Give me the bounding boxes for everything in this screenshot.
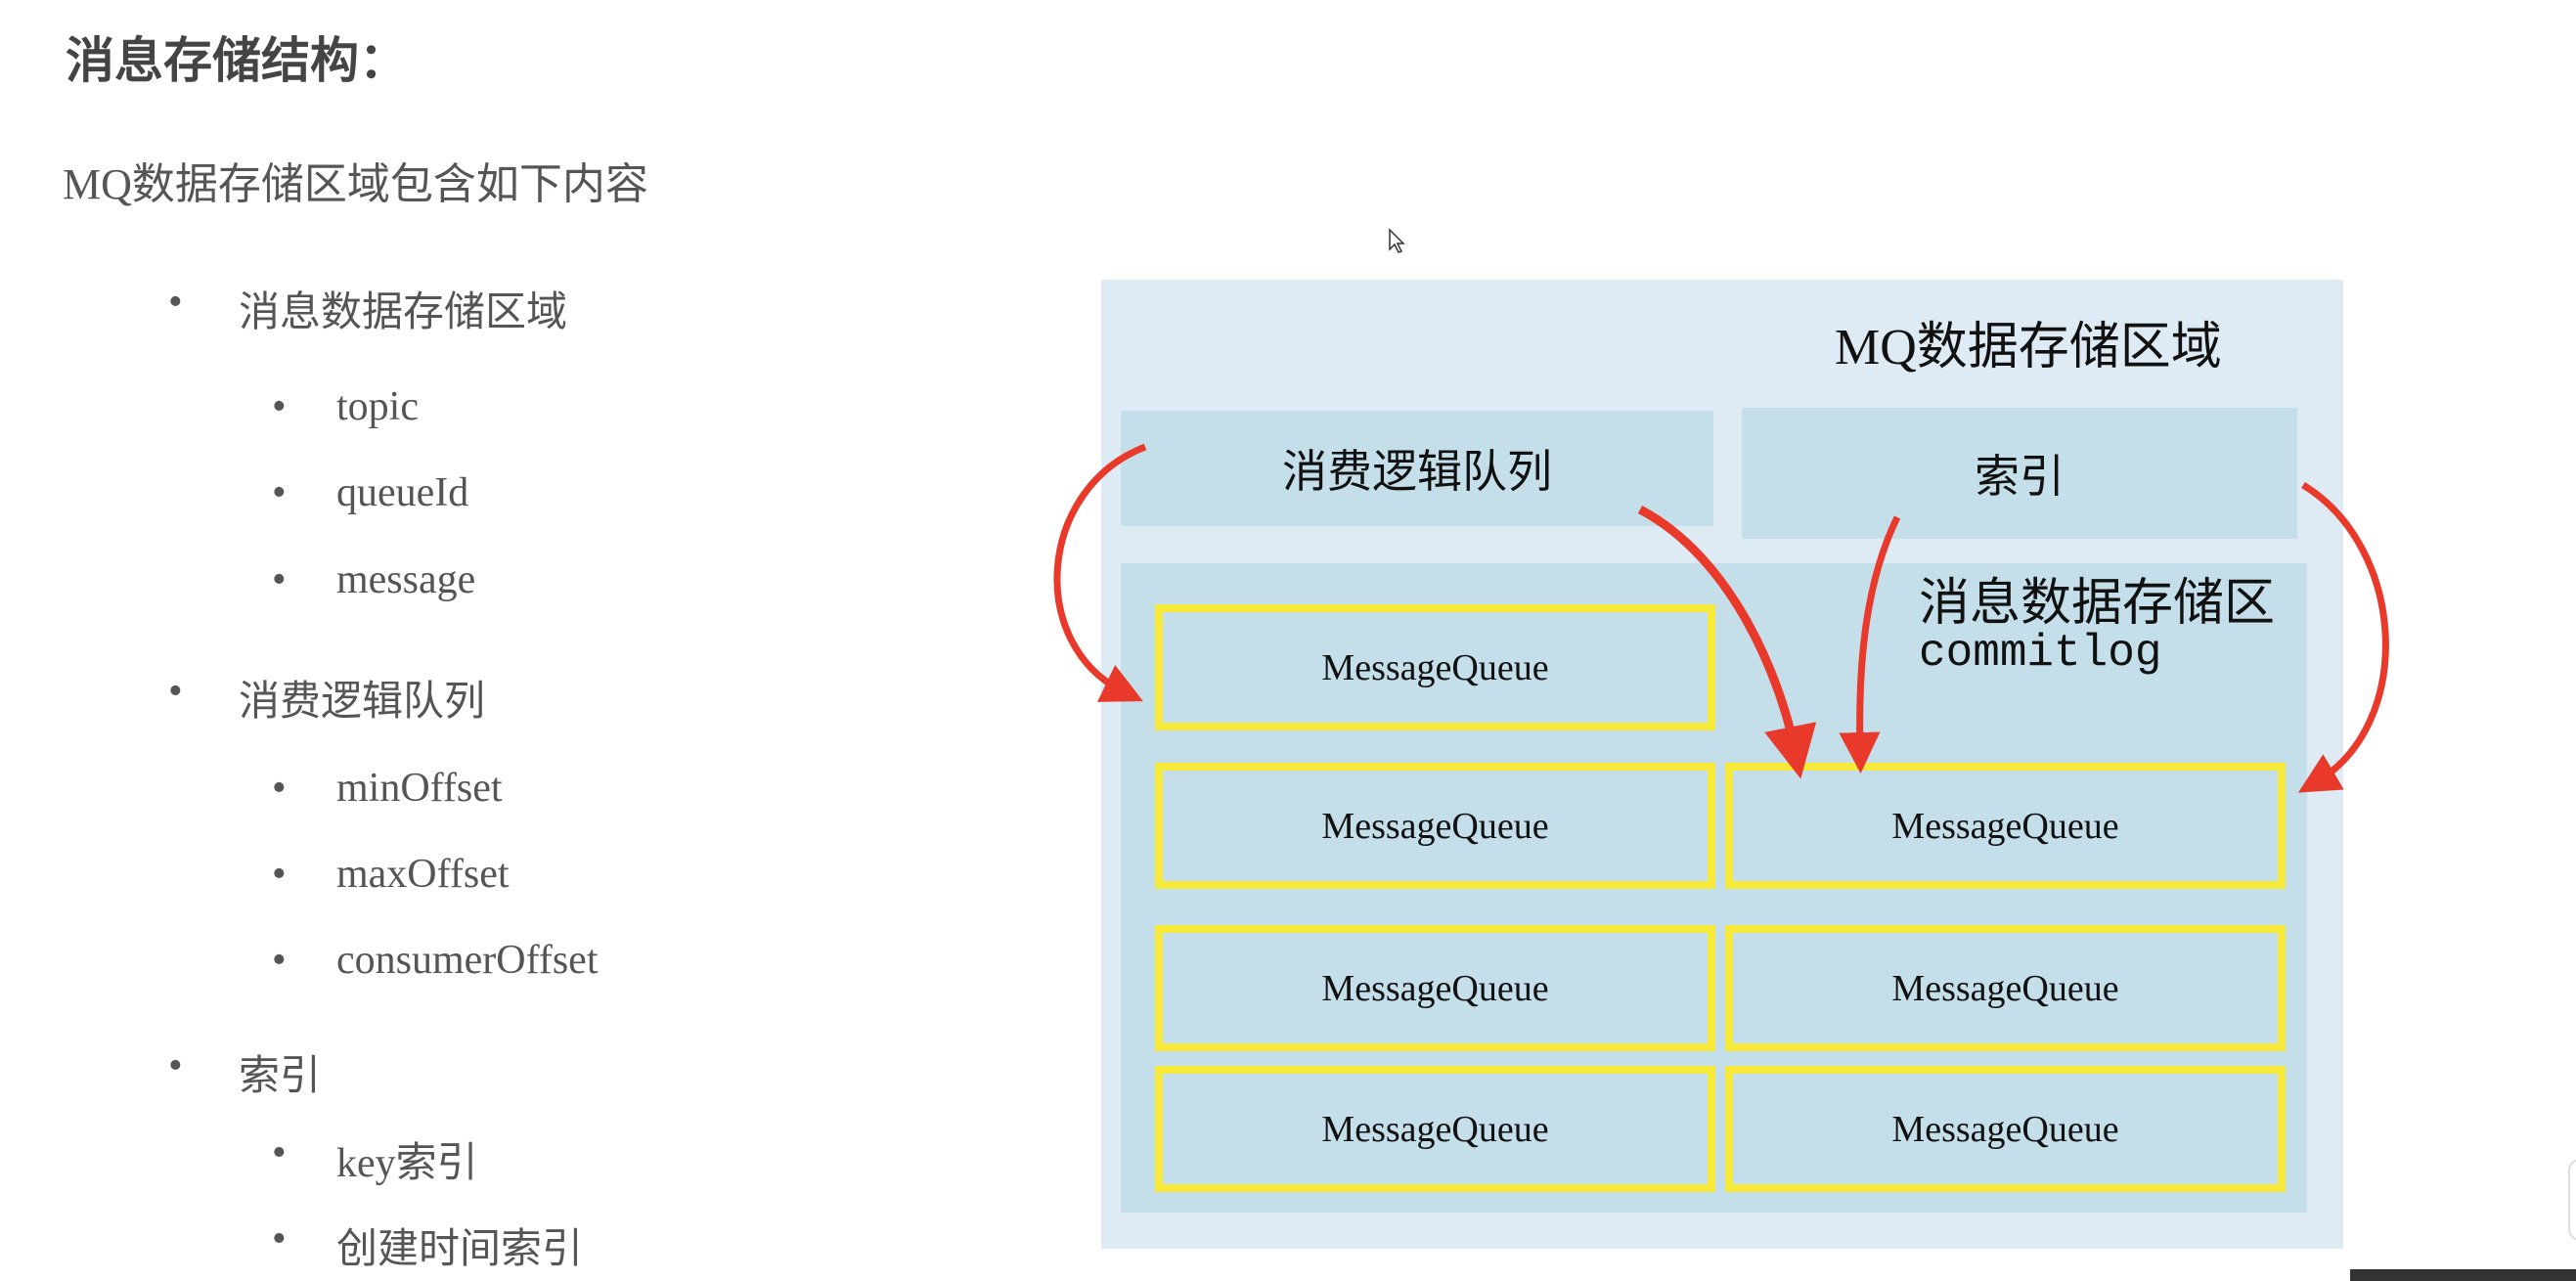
list-item: • 创建时间索引 — [272, 1215, 584, 1275]
bullet-icon: • — [272, 557, 287, 602]
list-item-label: 索引 — [239, 1054, 322, 1099]
message-queue-label: MessageQueue — [1321, 967, 1549, 1009]
list-item-label: minOffset — [336, 766, 503, 811]
consume-queue-label: 消费逻辑队列 — [1282, 447, 1552, 497]
index-label: 索引 — [1975, 452, 2065, 502]
intro-text: MQ数据存储区域包含如下内容 — [63, 160, 648, 208]
message-queue-box: MessageQueue — [1155, 925, 1715, 1051]
message-queue-box: MessageQueue — [1725, 763, 2286, 889]
arrow-consume-to-commitlog — [1637, 506, 1817, 779]
message-queue-box: MessageQueue — [1155, 1066, 1715, 1192]
message-queue-label: MessageQueue — [1321, 1108, 1549, 1150]
bullet-icon: • — [272, 470, 287, 515]
message-queue-box: MessageQueue — [1725, 1066, 2286, 1192]
list-item: • consumerOffset — [272, 937, 599, 984]
index-box: 索引 — [1742, 408, 2297, 539]
bullet-icon: • — [272, 1130, 287, 1175]
list-item-label: 消费逻辑队列 — [239, 680, 486, 725]
message-queue-box: MessageQueue — [1725, 925, 2286, 1051]
bullet-icon: • — [168, 1043, 183, 1088]
mouse-cursor-icon — [1389, 228, 1405, 253]
list-item: • 消费逻辑队列 — [168, 668, 486, 728]
list-item-label: topic — [336, 384, 419, 429]
arrow-consume-to-queue — [1053, 443, 1147, 702]
message-queue-box: MessageQueue — [1155, 763, 1715, 889]
bullet-icon: • — [272, 852, 287, 897]
arrow-index-to-queue — [2297, 482, 2389, 793]
list-item-label: consumerOffset — [336, 938, 599, 983]
list-item: • 索引 — [168, 1042, 322, 1102]
list-item: • topic — [272, 383, 419, 430]
consume-queue-box: 消费逻辑队列 — [1121, 411, 1713, 526]
side-widget[interactable] — [2568, 1159, 2576, 1241]
list-item: • message — [272, 556, 476, 603]
bullet-icon: • — [272, 384, 287, 429]
commitlog-label: commitlog — [1919, 628, 2162, 679]
list-item-label: maxOffset — [336, 852, 510, 897]
message-queue-label: MessageQueue — [1891, 1108, 2119, 1150]
list-item: • 消息数据存储区域 — [168, 279, 568, 338]
commitlog-title: 消息数据存储区 — [1919, 576, 2276, 632]
list-item: • minOffset — [272, 765, 503, 812]
recording-toolbar[interactable] — [2350, 1269, 2576, 1281]
list-item-label: 创建时间索引 — [336, 1227, 584, 1272]
bullet-icon: • — [272, 938, 287, 983]
list-item: • key索引 — [272, 1129, 478, 1189]
bullet-icon: • — [168, 280, 183, 325]
list-item-label: key索引 — [336, 1141, 478, 1186]
list-item: • maxOffset — [272, 851, 510, 898]
list-item-label: 消息数据存储区域 — [239, 290, 568, 335]
page-title: 消息存储结构： — [66, 33, 408, 88]
bullet-icon: • — [272, 1216, 287, 1261]
list-item-label: message — [336, 557, 476, 602]
bullet-icon: • — [272, 766, 287, 811]
message-queue-label: MessageQueue — [1321, 646, 1549, 688]
list-item: • queueId — [272, 469, 469, 516]
bullet-icon: • — [168, 669, 183, 714]
message-queue-box: MessageQueue — [1155, 604, 1715, 730]
message-queue-label: MessageQueue — [1891, 967, 2119, 1009]
message-queue-label: MessageQueue — [1891, 805, 2119, 847]
diagram-title: MQ数据存储区域 — [1835, 320, 2222, 375]
message-queue-label: MessageQueue — [1321, 805, 1549, 847]
list-item-label: queueId — [336, 470, 469, 515]
arrow-index-to-commitlog — [1839, 515, 1901, 773]
